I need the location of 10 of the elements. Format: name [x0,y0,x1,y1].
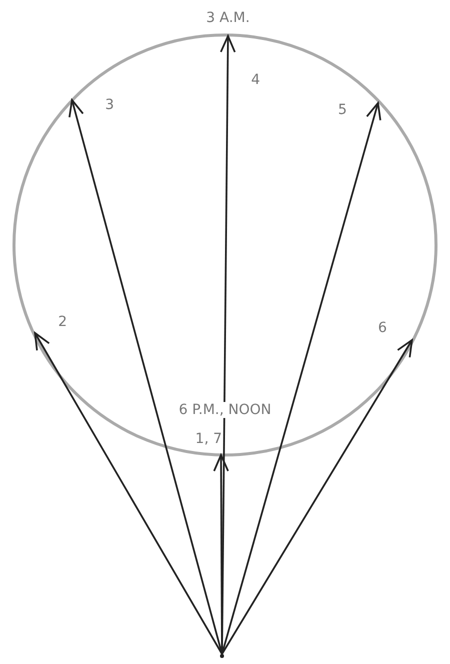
origin-point [220,654,224,658]
position-number: 6 [378,320,412,340]
position-number: 4 [228,36,260,88]
position-number: 1, 7 [193,431,222,455]
position-number: 5 [338,100,378,120]
position-number: 2 [35,314,67,334]
arrow [221,339,413,654]
position-number: 3 [72,94,114,116]
time-label: 6 P.M., NOON [178,402,272,418]
arrow [34,332,223,654]
